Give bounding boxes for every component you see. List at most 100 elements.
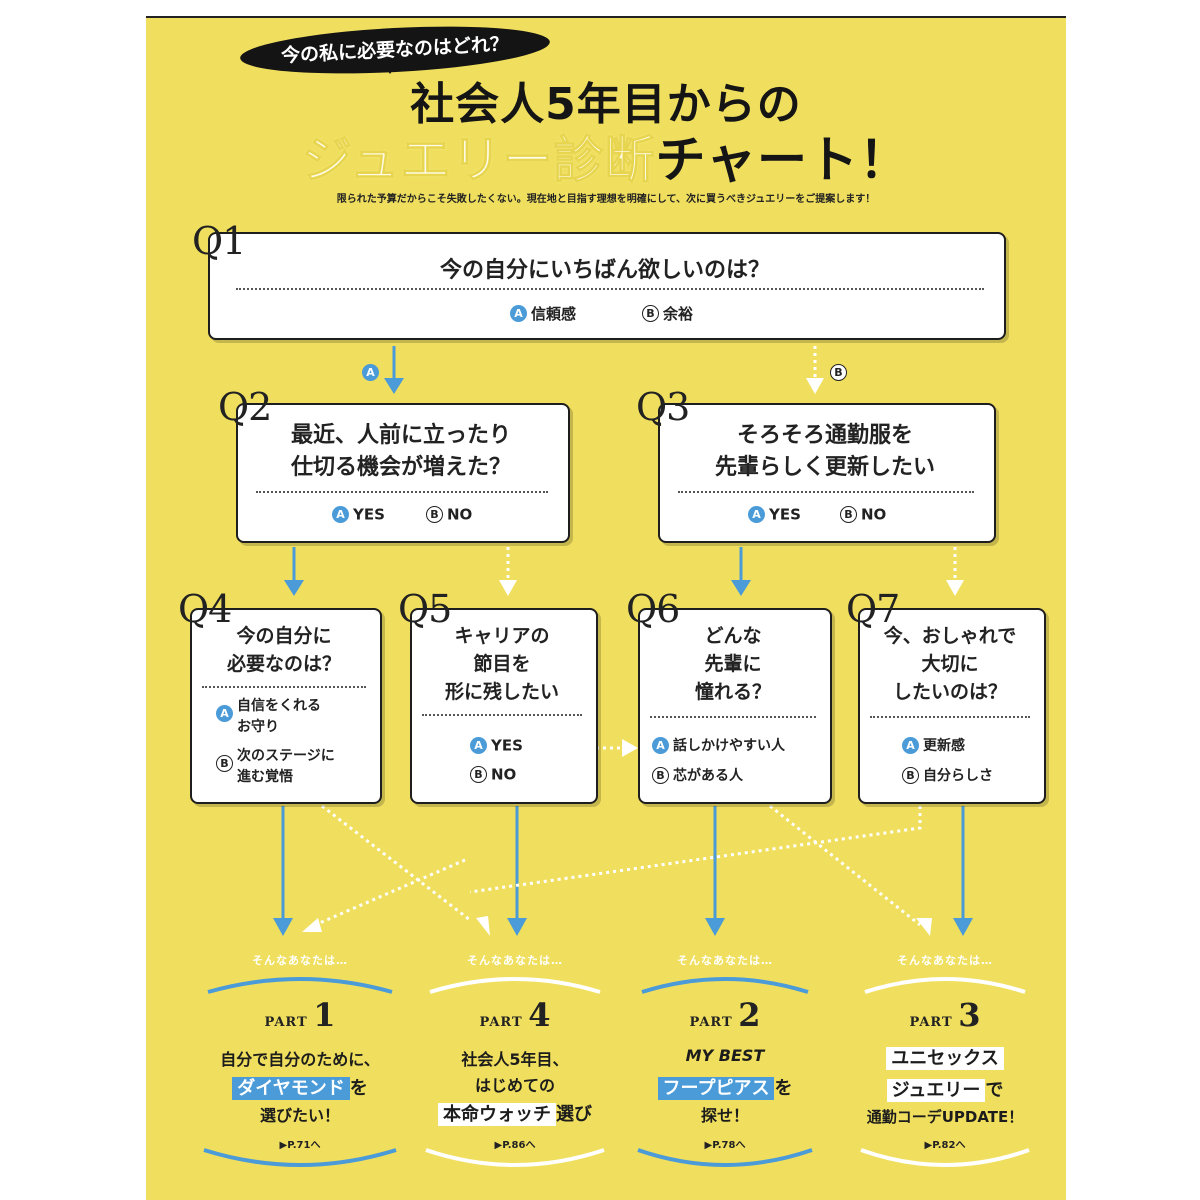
q4-label: Q4 [178, 587, 232, 631]
part4-page-link[interactable]: ▶P.86へ [494, 1140, 536, 1151]
q2-question: 最近、人前に立ったり仕切る機会が増えた？ [236, 420, 566, 484]
dotted-q6-part3 [769, 804, 921, 927]
part2-line3: 探せ！ [700, 1106, 749, 1125]
q4-option-b-line1: 次のステージに [237, 748, 335, 764]
part1-number: 1 [313, 996, 336, 1034]
q2-option-a-text: YES [353, 505, 385, 524]
q2-divider [256, 491, 548, 493]
q7-question-line2: 大切に [921, 653, 979, 675]
part2-page-link[interactable]: ▶P.78へ [704, 1140, 746, 1151]
part3-line3: 通勤コーデUPDATE！ [866, 1108, 1024, 1126]
head-part2 [705, 918, 725, 936]
q4-question: 今の自分に必要なのは？ [190, 622, 378, 678]
q6-option-b-text: 芯がある人 [673, 768, 743, 784]
q3-option-a-text: YES [769, 505, 801, 524]
q6-option-a-text: 話しかけやすい人 [673, 738, 785, 754]
q6-question-line3: 憧れる？ [694, 681, 771, 703]
q5-box [410, 608, 598, 804]
dhead-q2-q5 [499, 580, 517, 596]
part1-lead: そんなあなたは… [252, 954, 348, 967]
q4-option-a-line2: お守り [237, 719, 279, 735]
option-a-badge: A [652, 736, 669, 754]
part2-top-arc [641, 977, 809, 994]
part4-number: 4 [528, 996, 551, 1034]
option-b-badge: B [902, 766, 919, 784]
q3-label: Q3 [636, 385, 690, 429]
q6-box [638, 608, 832, 804]
part2-number: 2 [738, 996, 761, 1034]
q3-box [658, 403, 996, 543]
part4-bottom-arc [425, 1148, 605, 1167]
part3-number: 3 [958, 996, 981, 1034]
q5-question-line1: キャリアの [454, 625, 550, 647]
q7-option-a-text: 更新感 [923, 738, 965, 754]
q7-question-line1: 今、おしゃれで [883, 625, 1017, 647]
part4-top-arc [429, 977, 601, 994]
q3-question-line1: そろそろ通勤服を [736, 423, 913, 448]
option-a-badge: A [902, 736, 919, 754]
part1-line1: 自分で自分のために、 [220, 1050, 380, 1069]
q1-divider [236, 288, 984, 290]
q6-label: Q6 [626, 587, 680, 631]
option-b-badge: B [470, 766, 487, 783]
option-a-badge: A [470, 737, 487, 754]
q4-question-line2: 必要なのは？ [226, 653, 341, 675]
part2-highlight: フープピアス [657, 1077, 775, 1100]
q1-box [208, 232, 1006, 340]
option-a-badge: A [362, 364, 379, 381]
option-b-badge: B [652, 766, 669, 784]
part3-lead: そんなあなたは… [897, 954, 993, 967]
branch-a-marker: A [362, 362, 383, 381]
option-a-badge: A [332, 506, 349, 523]
title-outline-text: ジュエリー診断 [302, 131, 656, 190]
branch-b-marker: B [830, 362, 851, 381]
q2-label: Q2 [218, 385, 272, 429]
speech-bubble-tail [380, 60, 400, 74]
part1-line2-rest: を [349, 1078, 368, 1099]
dotted-q7-part1 [469, 806, 922, 894]
dhead-part1 [302, 918, 322, 932]
page-title-line1: 社会人5年目からの [410, 79, 802, 130]
q7-option-b-text: 自分らしさ [923, 768, 993, 784]
q6-question-line1: どんな [704, 625, 762, 647]
option-b-badge: B [642, 305, 659, 322]
page-title-line2: ジュエリー診断チャート！ [146, 120, 1066, 192]
dhead-part3 [916, 918, 932, 936]
q4-option-b-line2: 進む覚悟 [237, 769, 293, 785]
solid-arrowheads [273, 378, 973, 936]
q5-divider [422, 714, 582, 716]
part1-highlight: ダイヤモンド [232, 1077, 350, 1100]
part2-line2: フープピアスを [632, 1074, 818, 1100]
part4-line2: はじめての [474, 1076, 555, 1095]
part3-line2: ジュエリーで [850, 1076, 1040, 1102]
part2-lead: そんなあなたは… [677, 954, 773, 967]
part1-page-link[interactable]: ▶P.71へ [279, 1140, 321, 1151]
dhead-q3-q7 [946, 580, 964, 596]
head-part1 [273, 918, 293, 936]
top-rule [146, 16, 1066, 19]
title-solid-text: チャート！ [655, 131, 910, 189]
option-b-badge: B [426, 506, 443, 523]
q6-question: どんな先輩に憧れる？ [638, 622, 828, 706]
result-arcs [203, 977, 1030, 1167]
page-subtitle: 限られた予算だからこそ失敗したくない。現在地と目指す理想を明確にして、次に買うべ… [336, 194, 876, 205]
q2-question-line1: 最近、人前に立ったり [290, 423, 511, 448]
part3-page-link[interactable]: ▶P.82へ [924, 1140, 966, 1151]
part3-highlight-1: ユニセックス [886, 1047, 1004, 1070]
q2-option-b-text: NO [447, 505, 473, 524]
q1-question: 今の自分にいちばん欲しいのは？ [439, 258, 770, 283]
